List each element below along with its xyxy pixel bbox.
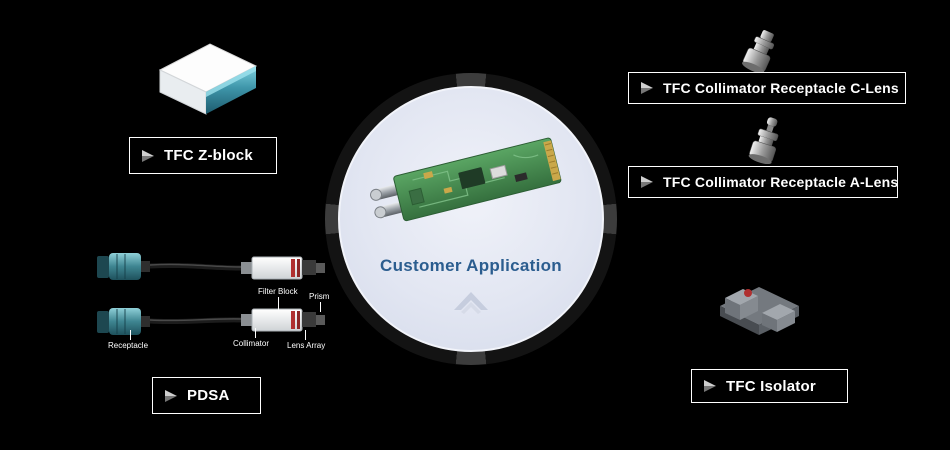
callout-label: TFC Collimator Receptacle C-Lens xyxy=(663,80,899,96)
callout-label: TFC Z-block xyxy=(164,147,253,164)
collimator-a-lens-image xyxy=(739,116,794,171)
annotation-receptacle: Receptacle xyxy=(108,341,149,350)
callout-pdsa[interactable]: PDSA xyxy=(152,377,261,414)
leader-line-lens-array xyxy=(305,330,306,340)
collimator-c-lens-image xyxy=(731,28,789,81)
chevron-up-icon xyxy=(454,292,488,319)
play-arrow-icon xyxy=(639,81,655,95)
play-arrow-icon xyxy=(639,175,655,189)
annotation-prism: Prism xyxy=(309,292,330,301)
annotation-lens-array: Lens Array xyxy=(287,341,326,350)
leader-line-receptacle xyxy=(130,330,131,340)
play-arrow-icon xyxy=(140,149,156,163)
isolator-image xyxy=(712,260,807,345)
pdsa-image xyxy=(95,244,340,349)
callout-collimator-a-lens[interactable]: TFC Collimator Receptacle A-Lens xyxy=(628,166,898,198)
callout-label: PDSA xyxy=(187,387,230,404)
leader-line-prism xyxy=(320,302,321,312)
leader-line-filter-block xyxy=(278,297,279,310)
play-arrow-icon xyxy=(702,379,718,393)
center-circle-ring: Customer Application xyxy=(325,73,617,365)
leader-line-collimator xyxy=(255,328,256,338)
callout-label: TFC Collimator Receptacle A-Lens xyxy=(663,174,899,190)
callout-z-block[interactable]: TFC Z-block xyxy=(129,137,277,174)
play-arrow-icon xyxy=(163,389,179,403)
annotation-collimator: Collimator xyxy=(233,339,270,348)
center-title: Customer Application xyxy=(380,256,562,275)
annotation-filter-block: Filter Block xyxy=(258,287,298,296)
z-block-image xyxy=(152,38,262,125)
callout-label: TFC Isolator xyxy=(726,377,816,395)
pcb-image xyxy=(358,101,584,257)
pcb-board-graphic xyxy=(370,137,562,222)
callout-collimator-c-lens[interactable]: TFC Collimator Receptacle C-Lens xyxy=(628,72,906,104)
callout-isolator[interactable]: TFC Isolator xyxy=(691,369,848,403)
center-circle: Customer Application xyxy=(338,86,604,352)
